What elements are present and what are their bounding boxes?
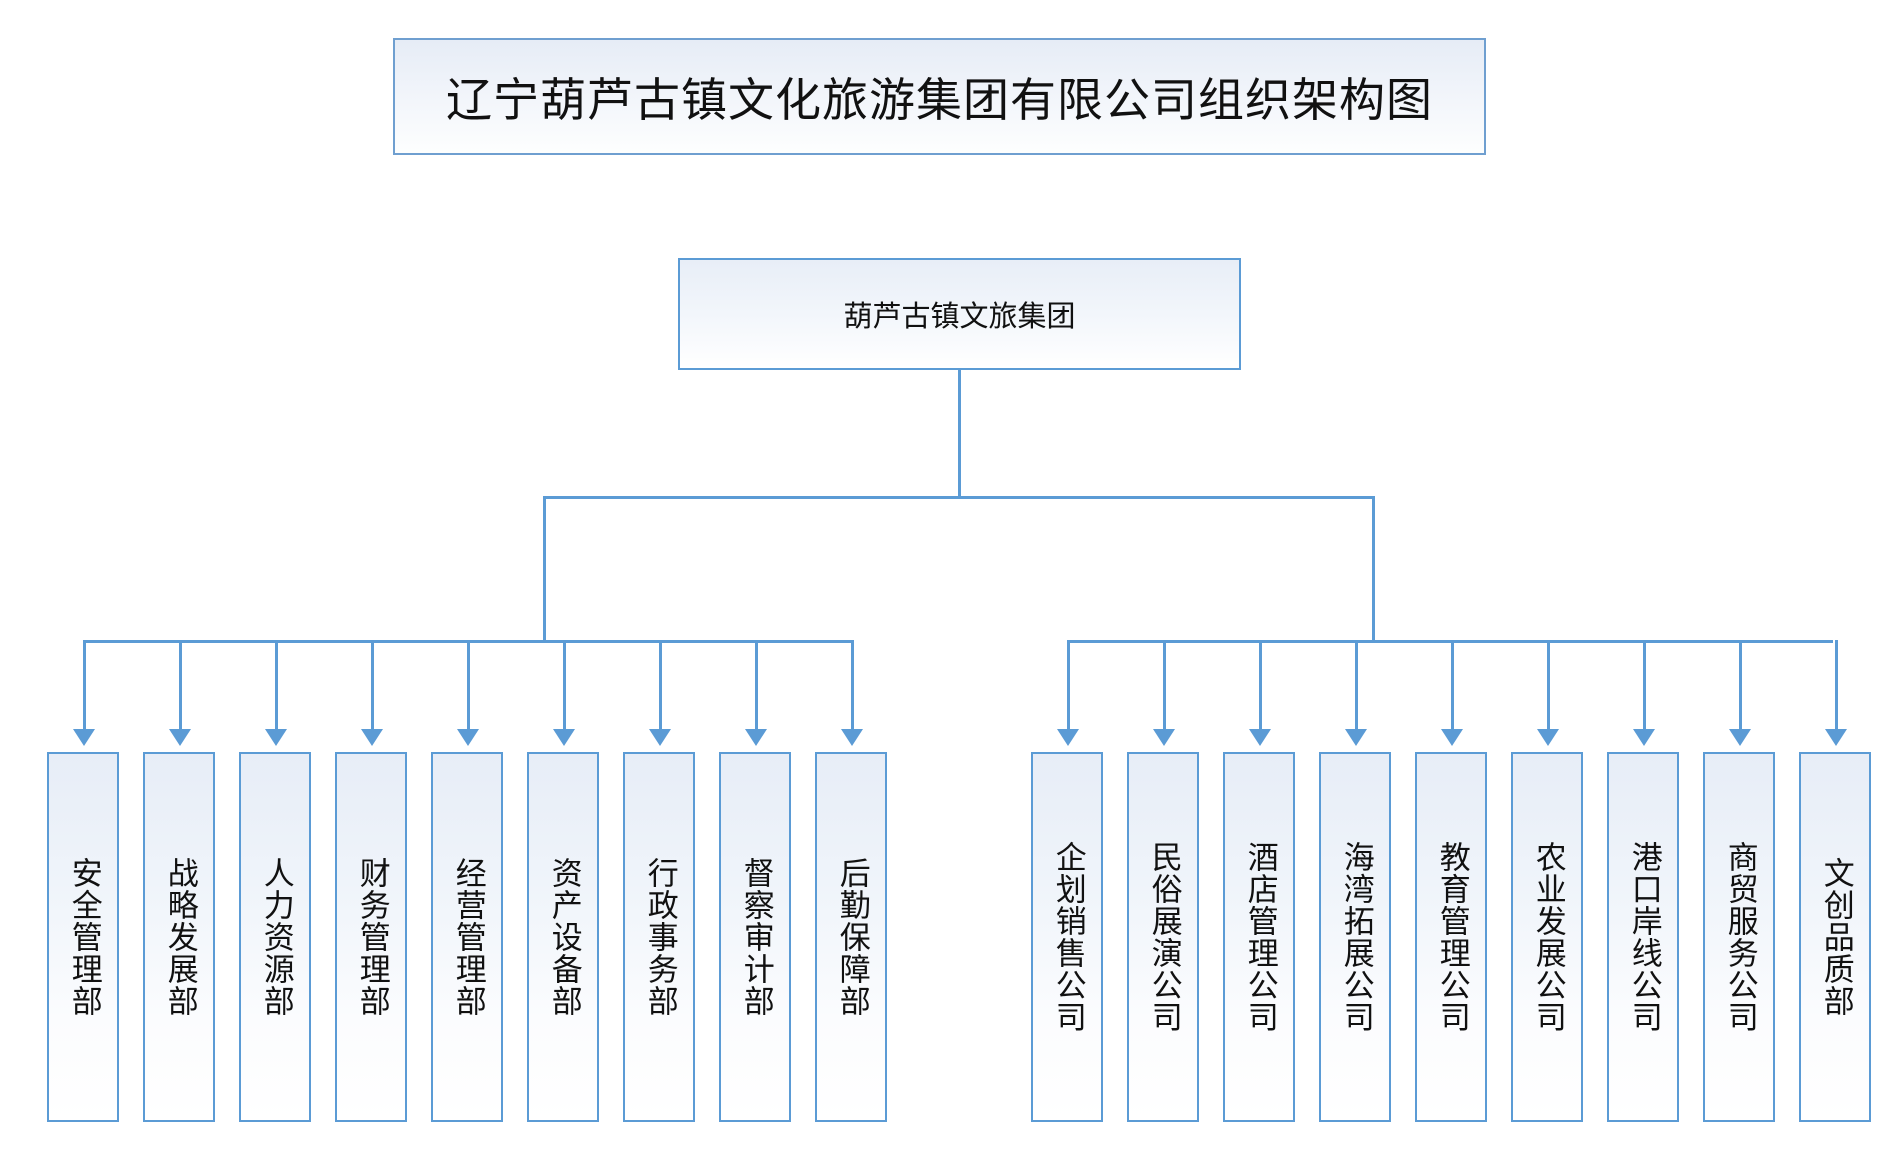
right-arrow-8 [1729, 729, 1751, 746]
right-drop-line-1 [1067, 640, 1070, 731]
leaf-node-label: 海湾拓展公司 [1337, 841, 1374, 1033]
left-drop-line-2 [179, 640, 182, 731]
right-arrow-2 [1153, 729, 1175, 746]
left-group-stem-line [543, 496, 546, 642]
leaf-node-label: 战略发展部 [161, 857, 198, 1017]
left-drop-line-6 [563, 640, 566, 731]
right-arrow-4 [1345, 729, 1367, 746]
leaf-node-left-1[interactable]: 安全管理部 [47, 752, 119, 1122]
leaf-node-label: 经营管理部 [449, 857, 486, 1017]
leaf-node-left-2[interactable]: 战略发展部 [143, 752, 215, 1122]
leaf-node-right-7[interactable]: 港口岸线公司 [1607, 752, 1679, 1122]
leaf-node-right-3[interactable]: 酒店管理公司 [1223, 752, 1295, 1122]
leaf-node-right-2[interactable]: 民俗展演公司 [1127, 752, 1199, 1122]
right-drop-line-4 [1355, 640, 1358, 731]
left-drop-line-9 [851, 640, 854, 731]
right-drop-line-8 [1739, 640, 1742, 731]
right-drop-line-2 [1163, 640, 1166, 731]
root-node-label: 葫芦古镇文旅集团 [843, 299, 1076, 333]
leaf-node-right-8[interactable]: 商贸服务公司 [1703, 752, 1775, 1122]
right-drop-line-5 [1451, 640, 1454, 731]
main-bus-line [543, 496, 1375, 499]
right-arrow-9 [1825, 729, 1847, 746]
right-arrow-3 [1249, 729, 1271, 746]
leaf-node-right-4[interactable]: 海湾拓展公司 [1319, 752, 1391, 1122]
leaf-node-label: 安全管理部 [65, 857, 102, 1017]
leaf-node-right-1[interactable]: 企划销售公司 [1031, 752, 1103, 1122]
left-arrow-3 [265, 729, 287, 746]
left-arrow-6 [553, 729, 575, 746]
leaf-node-label: 酒店管理公司 [1241, 841, 1278, 1033]
right-arrow-5 [1441, 729, 1463, 746]
page-title: 辽宁葫芦古镇文化旅游集团有限公司组织架构图 [446, 72, 1433, 127]
leaf-node-label: 人力资源部 [257, 857, 294, 1017]
right-group-stem-line [1372, 496, 1375, 642]
leaf-node-right-9[interactable]: 文创品质部 [1799, 752, 1871, 1122]
leaf-node-label: 农业发展公司 [1529, 841, 1566, 1033]
left-arrow-4 [361, 729, 383, 746]
leaf-node-left-9[interactable]: 后勤保障部 [815, 752, 887, 1122]
leaf-node-label: 教育管理公司 [1433, 841, 1470, 1033]
right-drop-line-3 [1259, 640, 1262, 731]
right-distribution-bar [1067, 640, 1833, 643]
left-drop-line-1 [83, 640, 86, 731]
right-arrow-6 [1537, 729, 1559, 746]
leaf-node-label: 后勤保障部 [833, 857, 870, 1017]
leaf-node-left-8[interactable]: 督察审计部 [719, 752, 791, 1122]
root-trunk-line [958, 370, 961, 498]
chart-title-box: 辽宁葫芦古镇文化旅游集团有限公司组织架构图 [393, 38, 1486, 155]
left-arrow-1 [73, 729, 95, 746]
leaf-node-label: 财务管理部 [353, 857, 390, 1017]
leaf-node-left-6[interactable]: 资产设备部 [527, 752, 599, 1122]
left-drop-line-4 [371, 640, 374, 731]
right-drop-line-6 [1547, 640, 1550, 731]
left-arrow-9 [841, 729, 863, 746]
left-drop-line-3 [275, 640, 278, 731]
left-arrow-2 [169, 729, 191, 746]
right-drop-line-7 [1643, 640, 1646, 731]
left-drop-line-5 [467, 640, 470, 731]
leaf-node-left-5[interactable]: 经营管理部 [431, 752, 503, 1122]
leaf-node-label: 商贸服务公司 [1721, 841, 1758, 1033]
leaf-node-label: 企划销售公司 [1049, 841, 1086, 1033]
right-arrow-7 [1633, 729, 1655, 746]
leaf-node-right-5[interactable]: 教育管理公司 [1415, 752, 1487, 1122]
right-drop-line-9 [1835, 640, 1838, 731]
left-arrow-7 [649, 729, 671, 746]
leaf-node-label: 港口岸线公司 [1625, 841, 1662, 1033]
right-arrow-1 [1057, 729, 1079, 746]
leaf-node-label: 民俗展演公司 [1145, 841, 1182, 1033]
leaf-node-label: 文创品质部 [1817, 857, 1854, 1017]
leaf-node-left-7[interactable]: 行政事务部 [623, 752, 695, 1122]
root-node-box[interactable]: 葫芦古镇文旅集团 [678, 258, 1241, 370]
leaf-node-left-4[interactable]: 财务管理部 [335, 752, 407, 1122]
leaf-node-label: 资产设备部 [545, 857, 582, 1017]
left-arrow-5 [457, 729, 479, 746]
left-drop-line-8 [755, 640, 758, 731]
leaf-node-label: 督察审计部 [737, 857, 774, 1017]
left-drop-line-7 [659, 640, 662, 731]
leaf-node-left-3[interactable]: 人力资源部 [239, 752, 311, 1122]
leaf-node-label: 行政事务部 [641, 857, 678, 1017]
leaf-node-right-6[interactable]: 农业发展公司 [1511, 752, 1583, 1122]
left-arrow-8 [745, 729, 767, 746]
